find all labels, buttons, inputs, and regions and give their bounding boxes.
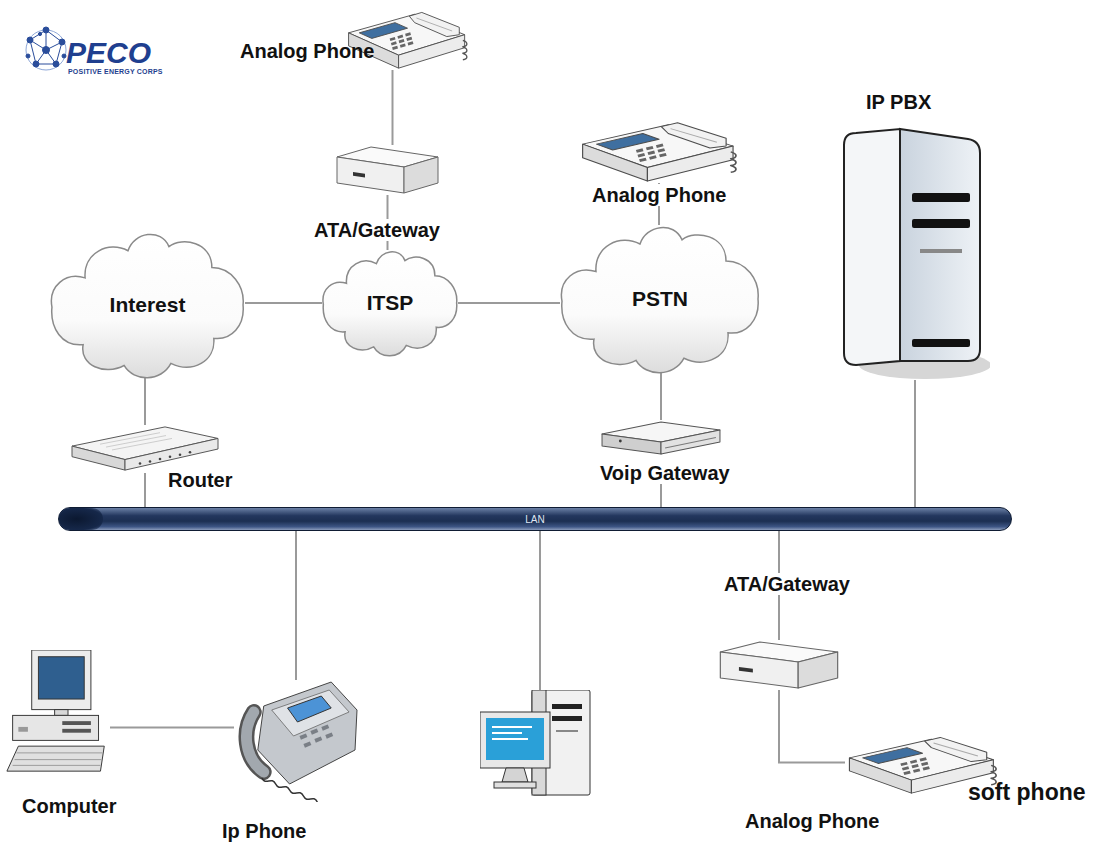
network-link bbox=[144, 473, 146, 507]
company-tagline: POSITIVE ENERGY CORPS bbox=[68, 68, 163, 76]
company-logo-text: PECO bbox=[66, 36, 151, 69]
desktop-icon bbox=[480, 690, 590, 795]
lan-wire bbox=[539, 531, 541, 692]
company-logo-icon bbox=[26, 27, 66, 70]
device-label: Voip Gateway bbox=[598, 462, 732, 484]
ip-phone-icon bbox=[246, 682, 357, 802]
analog-phone: Analog Phone bbox=[578, 115, 740, 183]
ata-gateway: ATA/Gateway bbox=[335, 145, 440, 195]
ata-box-icon bbox=[337, 147, 438, 193]
computer: Computer bbox=[5, 650, 110, 775]
network-link bbox=[779, 690, 845, 763]
device-label: Analog Phone bbox=[745, 810, 879, 832]
band-cap bbox=[59, 508, 103, 530]
network-link bbox=[110, 727, 234, 729]
device-label: Analog Phone bbox=[590, 184, 728, 206]
network-link bbox=[295, 531, 297, 680]
device-label: IP PBX bbox=[866, 91, 931, 113]
ata-gateway: ATA/Gateway bbox=[718, 640, 840, 690]
computer-icon bbox=[7, 650, 104, 771]
network-link bbox=[392, 70, 394, 145]
cloud-label: Interest bbox=[50, 232, 245, 378]
device-label: Ip Phone bbox=[222, 820, 306, 842]
router-icon bbox=[72, 427, 218, 470]
network-link bbox=[914, 380, 916, 507]
lan-bus: LAN bbox=[58, 507, 1012, 531]
cloud-label: PSTN bbox=[560, 225, 760, 373]
network-link bbox=[245, 302, 322, 304]
router: Router bbox=[70, 425, 220, 473]
device-label: ATA/Gateway bbox=[722, 573, 852, 595]
gateway-icon bbox=[602, 422, 720, 454]
network-cloud: ITSP bbox=[322, 250, 458, 356]
ata-box-icon bbox=[720, 642, 837, 688]
analog-phone: Analog Phone bbox=[345, 5, 470, 70]
network-link bbox=[458, 302, 560, 304]
server-icon bbox=[844, 129, 991, 379]
network-link bbox=[660, 373, 662, 420]
device-label: ATA/Gateway bbox=[312, 219, 442, 241]
cloud-label: ITSP bbox=[322, 250, 458, 356]
band-label: LAN bbox=[59, 508, 1011, 530]
voip-gateway: Voip Gateway bbox=[600, 420, 722, 462]
ip-pbx-server: IP PBX bbox=[840, 125, 990, 380]
device-label: Computer bbox=[22, 795, 116, 817]
network-cloud: PSTN bbox=[560, 225, 760, 373]
ip-phone: Ip Phone bbox=[234, 680, 358, 802]
analog-phone-icon bbox=[583, 123, 736, 181]
network-link bbox=[144, 378, 146, 425]
network-cloud: Interest bbox=[50, 232, 245, 378]
device-label: Router bbox=[168, 469, 232, 491]
device-note: soft phone bbox=[968, 780, 1086, 805]
device-label: Analog Phone bbox=[240, 40, 374, 62]
